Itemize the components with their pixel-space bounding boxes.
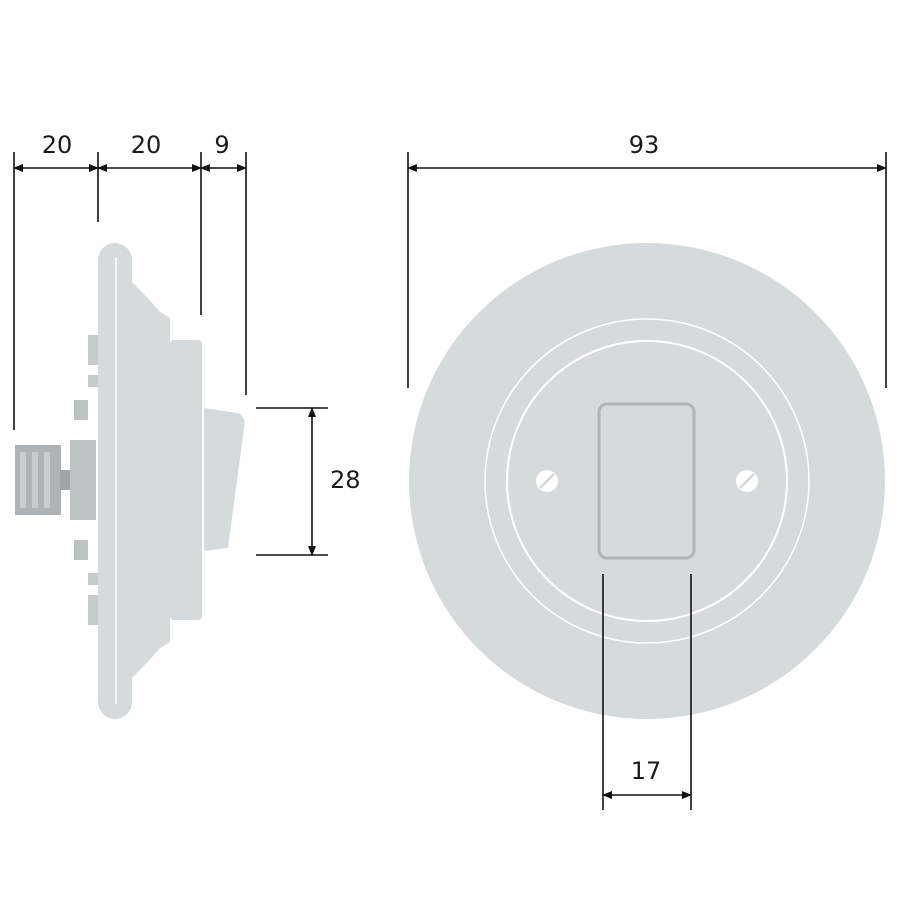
dimension-label-diameter: 93 (629, 131, 660, 159)
side-view (15, 243, 245, 719)
outer-ring-line (484, 318, 810, 644)
cover-step (170, 340, 202, 620)
base-plate (98, 243, 132, 719)
front-view-dimensions: 93 17 (407, 131, 887, 810)
front-view (409, 243, 885, 719)
mechanism-base (15, 335, 98, 625)
rocker-profile (204, 408, 245, 551)
rocker-button (597, 402, 696, 560)
dimension-label-rocker-width: 17 (631, 757, 662, 785)
dimension-label-depth-base: 20 (42, 131, 73, 159)
dimension-label-rocker-height: 28 (330, 466, 361, 494)
dimension-label-depth-rocker: 9 (214, 131, 229, 159)
dimension-label-depth-body: 20 (131, 131, 162, 159)
screw-left (536, 470, 558, 492)
side-view-dimensions: 20 20 9 28 (13, 131, 361, 556)
screw-right (736, 470, 758, 492)
switch-body (130, 280, 170, 680)
inner-ring-line (506, 340, 788, 622)
